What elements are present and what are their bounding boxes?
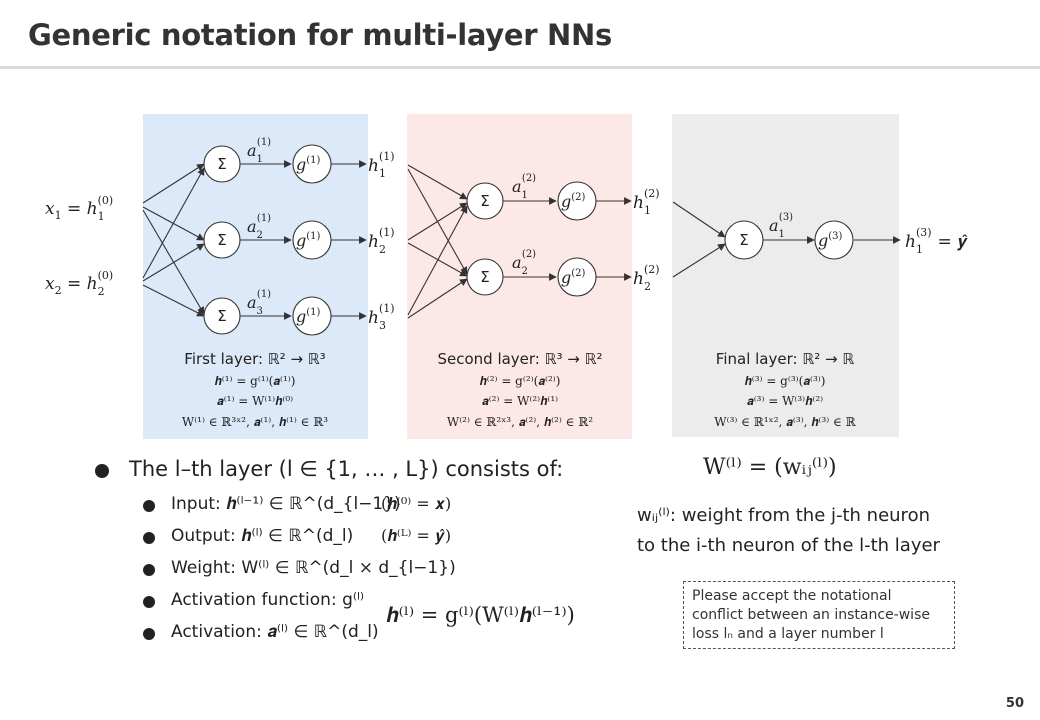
weight-description-line1: wᵢⱼ⁽ˡ⁾: weight from the j-th neuron <box>637 505 930 526</box>
activation-node-1-1 <box>292 144 332 184</box>
h-label: h2(2) <box>633 263 660 293</box>
bullet-activation: Activation: 𝒂⁽ˡ⁾ ∈ ℝ^(d_l) <box>171 622 379 642</box>
a-label: a1(3) <box>769 212 793 240</box>
layer1-eq1: 𝒉⁽¹⁾ = g⁽¹⁾(𝒂⁽¹⁾) <box>215 374 296 388</box>
a-label: a3(1) <box>247 289 271 317</box>
sigma-symbol: Σ <box>217 307 226 325</box>
sigma-symbol: Σ <box>739 231 748 249</box>
bullet-dot <box>143 532 155 544</box>
edge-x1-s1 <box>142 163 205 204</box>
activation-node-1-3 <box>292 296 332 336</box>
title-divider <box>0 66 1040 69</box>
sigma-symbol: Σ <box>217 231 226 249</box>
g-label: g(3) <box>818 231 843 250</box>
activation-node-1-2 <box>292 220 332 260</box>
sum-node-1-2 <box>203 221 241 259</box>
layer3-panel <box>672 114 899 437</box>
activation-node-3-1 <box>814 220 854 260</box>
input-label-1: x1 = h1(0) <box>45 194 113 223</box>
bullet-activation-function: Activation function: g⁽ˡ⁾ <box>171 590 365 610</box>
layer3-eq3: W⁽³⁾ ∈ ℝ¹ˣ², 𝒂⁽³⁾, 𝒉⁽³⁾ ∈ ℝ <box>714 415 856 429</box>
bullet-dot <box>143 564 155 576</box>
layer1-eq3: W⁽¹⁾ ∈ ℝ³ˣ², 𝒂⁽¹⁾, 𝒉⁽¹⁾ ∈ ℝ³ <box>182 415 328 429</box>
g-label: g(2) <box>561 192 586 211</box>
g-label: g(2) <box>561 268 586 287</box>
bullet-dot <box>143 628 155 640</box>
sum-node-2-1 <box>466 182 504 220</box>
connection-arrows <box>142 160 901 320</box>
h-label: h1(2) <box>633 187 660 217</box>
sum-node-1-1 <box>203 145 241 183</box>
bullet-dot <box>143 500 155 512</box>
layer2-eq3: W⁽²⁾ ∈ ℝ²ˣ³, 𝒂⁽²⁾, 𝒉⁽²⁾ ∈ ℝ² <box>447 415 593 429</box>
bullet-main-text: The l–th layer (l ∈ {1, … , L}) consists… <box>129 457 564 481</box>
bullet-input: Input: 𝒉⁽ˡ⁻¹⁾ ∈ ℝ^(d_{l−1}) <box>171 494 401 514</box>
edge-x2-s1 <box>142 167 205 279</box>
sum-node-3-1 <box>724 220 764 260</box>
formula-h: 𝒉⁽ˡ⁾ = g⁽ˡ⁾(W⁽ˡ⁾𝒉⁽ˡ⁻¹⁾) <box>386 603 575 627</box>
layer2-caption: Second layer: ℝ³ → ℝ² <box>437 350 602 368</box>
h-label: h2(1) <box>368 226 395 256</box>
layer1-eq2: 𝒂⁽¹⁾ = W⁽¹⁾𝒉⁽⁰⁾ <box>217 394 293 408</box>
a-label: a1(1) <box>247 137 271 165</box>
h-label: h1(1) <box>368 150 395 180</box>
a-label: a1(2) <box>512 173 536 201</box>
input-label-2: x2 = h2(0) <box>45 269 113 298</box>
page-title: Generic notation for multi-layer NNs <box>28 18 612 52</box>
activation-node-2-2 <box>557 257 597 297</box>
sigma-symbol: Σ <box>480 268 489 286</box>
layer2-eq2: 𝒂⁽²⁾ = W⁽²⁾𝒉⁽¹⁾ <box>482 394 558 408</box>
bullet-input-note: (𝒉⁽⁰⁾ = 𝒙) <box>381 494 452 513</box>
g-label: g(1) <box>296 231 321 250</box>
formula-W: W⁽ˡ⁾ = (wᵢⱼ⁽ˡ⁾) <box>703 455 837 480</box>
bullet-output-note: (𝒉⁽ᴸ⁾ = 𝒚̂) <box>381 526 452 545</box>
bullet-output: Output: 𝒉⁽ˡ⁾ ∈ ℝ^(d_l) <box>171 526 354 546</box>
bullet-dot <box>143 596 155 608</box>
sigma-symbol: Σ <box>217 155 226 173</box>
layer3-eq1: 𝒉⁽³⁾ = g⁽³⁾(𝒂⁽³⁾) <box>745 374 826 388</box>
h-label: h3(1) <box>368 302 395 332</box>
output-label: h1(3)= 𝒚̂ <box>905 226 968 256</box>
edge-x2-s3 <box>142 284 205 317</box>
layer1-caption: First layer: ℝ² → ℝ³ <box>184 350 325 368</box>
sum-nodes <box>203 145 764 335</box>
a-label: a2(1) <box>247 213 271 241</box>
activation-node-2-1 <box>557 181 597 221</box>
layer2-eq1: 𝒉⁽²⁾ = g⁽²⁾(𝒂⁽²⁾) <box>480 374 561 388</box>
g-label: g(1) <box>296 307 321 326</box>
bullet-weight: Weight: W⁽ˡ⁾ ∈ ℝ^(d_l × d_{l−1}) <box>171 558 456 578</box>
a-label: a2(2) <box>512 249 536 277</box>
page-number: 50 <box>1005 696 1024 711</box>
edge-x2-s2 <box>142 243 205 282</box>
g-label: g(1) <box>296 155 321 174</box>
layer3-eq2: 𝒂⁽³⁾ = W⁽³⁾𝒉⁽²⁾ <box>747 394 823 408</box>
notation-note: Please accept the notational conflict be… <box>683 581 955 649</box>
bullet-main <box>95 464 109 478</box>
weight-description-line2: to the i-th neuron of the l-th layer <box>637 535 940 556</box>
layer3-caption: Final layer: ℝ² → ℝ <box>716 350 855 368</box>
sum-node-1-3 <box>203 297 241 335</box>
activation-nodes <box>292 144 854 336</box>
sigma-symbol: Σ <box>480 192 489 210</box>
sum-node-2-2 <box>466 258 504 296</box>
